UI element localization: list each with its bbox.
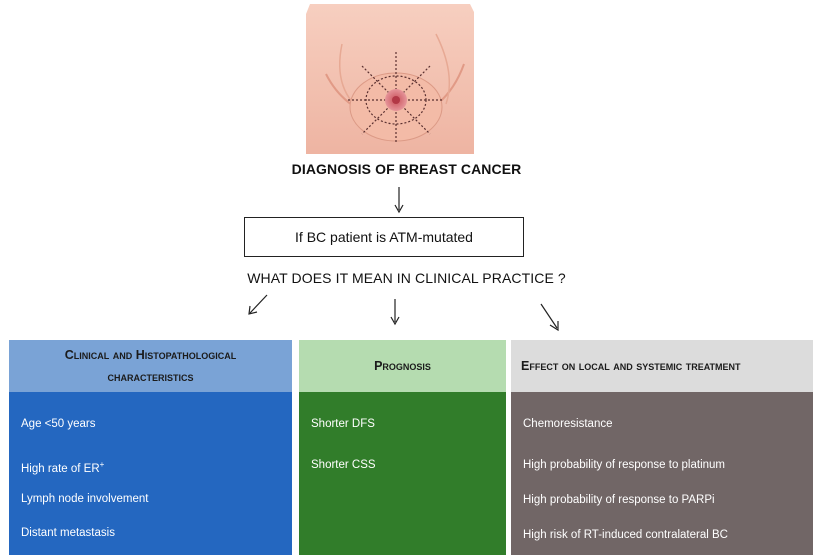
- list-item: High risk of RT-induced contralateral BC: [523, 518, 813, 553]
- question-text: WHAT DOES IT MEAN IN CLINICAL PRACTICE ?: [0, 270, 813, 286]
- column-header-label: Effect on local and systemic treatment: [521, 355, 741, 377]
- column-header-treatment: Effect on local and systemic treatment: [511, 340, 813, 392]
- column-header-prognosis: Prognosis: [299, 340, 506, 392]
- column-header-label: Prognosis: [374, 355, 431, 377]
- arrow-icon: [538, 302, 562, 332]
- list-item: Lymph node involvement: [21, 482, 292, 516]
- list-item: Shorter DFS: [311, 414, 506, 448]
- column-body-treatment: Chemoresistance High probability of resp…: [511, 392, 813, 555]
- arrow-icon: [392, 186, 406, 214]
- column-body-clinical: Age <50 years High rate of ER+ Lymph nod…: [9, 392, 292, 555]
- list-item: Chemoresistance: [523, 414, 813, 448]
- condition-text: If BC patient is ATM-mutated: [295, 229, 473, 245]
- list-item: Age <50 years: [21, 414, 292, 448]
- arrow-icon: [246, 293, 270, 317]
- breast-examination-illustration: [306, 4, 474, 154]
- column-header-clinical: Clinical and Histopathological character…: [9, 340, 292, 392]
- diagram-title: DIAGNOSIS OF BREAST CANCER: [0, 161, 813, 177]
- condition-box: If BC patient is ATM-mutated: [244, 217, 524, 257]
- column-header-line: Clinical and Histopathological: [65, 344, 237, 366]
- list-item: High probability of response to platinum: [523, 448, 813, 483]
- list-item: Shorter CSS: [311, 448, 506, 482]
- column-body-prognosis: Shorter DFS Shorter CSS: [299, 392, 506, 555]
- list-item: Distant metastasis: [21, 516, 292, 550]
- list-item: High rate of ER+: [21, 448, 292, 482]
- list-item: High probability of response to PARPi: [523, 483, 813, 518]
- arrow-icon: [388, 298, 402, 326]
- column-header-line: characteristics: [65, 366, 237, 388]
